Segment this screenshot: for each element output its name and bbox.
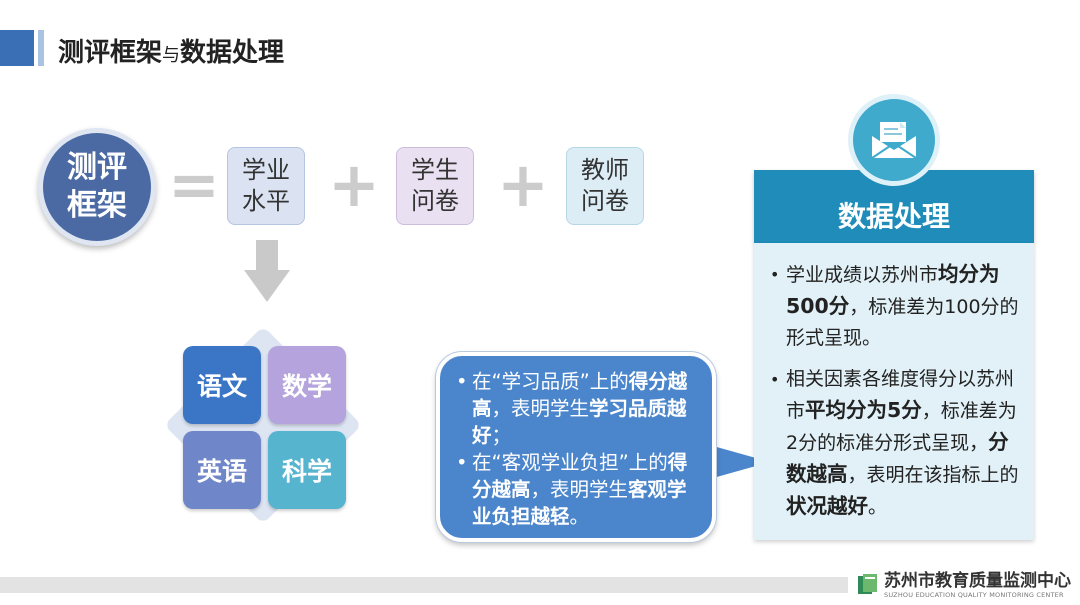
- framework-circle: 测评 框架: [38, 128, 156, 246]
- header-accent-bar: [0, 30, 34, 66]
- equals-sign: =: [168, 148, 220, 221]
- academic-level-box: 学业 水平: [227, 147, 305, 225]
- down-arrow-icon: [256, 240, 278, 272]
- envelope-icon: [848, 94, 940, 186]
- explanation-bubble: •在“学习品质”上的得分越高，表明学生学习品质越好； •在“客观学业负担”上的得…: [436, 352, 716, 542]
- teacher-questionnaire-box: 教师 问卷: [566, 147, 644, 225]
- footer-bar: [0, 577, 848, 593]
- student-questionnaire-box: 学生 问卷: [396, 147, 474, 225]
- data-processing-body: •学业成绩以苏州市均分为500分，标准差为100分的形式呈现。 •相关因素各维度…: [754, 243, 1034, 540]
- subject-science: 科学: [268, 431, 346, 509]
- page-title: 测评框架与数据处理: [58, 38, 285, 68]
- subject-english: 英语: [183, 431, 261, 509]
- panel-item-factor-score: •相关因素各维度得分以苏州市平均分为5分，标准差为2分的标准分形式呈现，分数越高…: [770, 368, 1019, 518]
- bubble-item-learning-quality: •在“学习品质”上的得分越高，表明学生学习品质越好；: [456, 370, 688, 447]
- subject-math: 数学: [268, 346, 346, 424]
- panel-item-academic-score: •学业成绩以苏州市均分为500分，标准差为100分的形式呈现。: [770, 262, 1019, 349]
- footer-org-name: 苏州市教育质量监测中心: [884, 571, 1071, 591]
- footer-org-name-en: SUZHOU EDUCATION QUALITY MONITORING CENT…: [884, 591, 1064, 599]
- down-arrow-head: [244, 270, 290, 302]
- header-accent-stripe: [38, 30, 44, 66]
- plus-sign-2: +: [497, 148, 549, 221]
- framework-circle-line1: 测评: [67, 150, 127, 185]
- book-logo-icon: [856, 572, 880, 596]
- plus-sign-1: +: [328, 148, 380, 221]
- bubble-item-academic-burden: •在“客观学业负担”上的得分越高，表明学生客观学业负担越轻。: [456, 451, 688, 528]
- framework-circle-line2: 框架: [67, 188, 127, 223]
- subject-chinese: 语文: [183, 346, 261, 424]
